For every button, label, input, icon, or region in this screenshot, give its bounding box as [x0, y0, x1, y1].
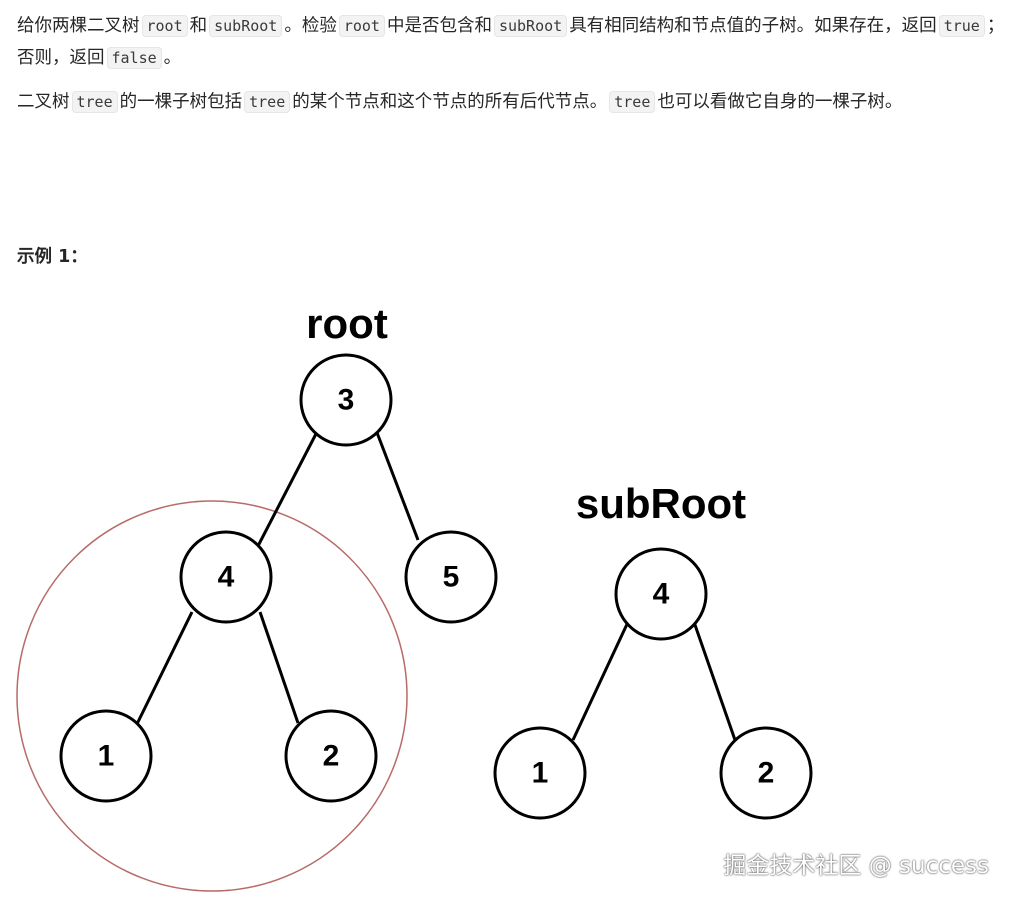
text: 的某个节点和这个节点的所有后代节点。: [292, 92, 608, 112]
root-tree-title: root: [306, 300, 388, 347]
tree-node: 3: [299, 353, 393, 447]
code-subroot: subRoot: [209, 15, 283, 37]
code-true: true: [938, 15, 985, 37]
svg-text:3: 3: [338, 384, 355, 417]
watermark: 掘金技术社区 @ success: [723, 853, 989, 879]
tree-node: 1: [493, 726, 587, 820]
subroot-tree-title: subRoot: [576, 480, 746, 527]
text: 。检验: [284, 16, 337, 36]
edge-4-1: [135, 611, 194, 725]
svg-text:2: 2: [323, 740, 340, 773]
text: 二叉树: [17, 92, 70, 112]
edge-3-5: [374, 429, 420, 541]
text: ；否则，返回: [17, 16, 1005, 68]
code-tree: tree: [244, 91, 291, 113]
text: 中是否包含和: [386, 16, 492, 36]
sub-edge-4-1: [571, 621, 630, 741]
code-subroot: subRoot: [493, 15, 568, 37]
tree-node: 2: [284, 709, 378, 803]
svg-text:4: 4: [653, 578, 670, 611]
edge-3-4: [256, 429, 320, 547]
text: 给你两棵二叉树: [17, 16, 140, 36]
tree-node: 4: [614, 547, 708, 641]
code-root: root: [141, 15, 188, 37]
tree-node: 4: [179, 530, 273, 624]
svg-text:2: 2: [758, 757, 775, 790]
svg-text:4: 4: [218, 561, 235, 594]
code-tree: tree: [609, 91, 656, 113]
code-root: root: [338, 15, 385, 37]
svg-text:1: 1: [532, 757, 549, 790]
code-tree: tree: [71, 91, 118, 113]
text: 。: [163, 48, 182, 68]
sub-edge-4-2: [692, 621, 737, 741]
text: 具有相同结构和节点值的子树。如果存在，返回: [569, 16, 937, 36]
example-figure: root subRoot 3 4 5 1 2 4 1 2: [16, 300, 813, 892]
tree-node: 1: [59, 709, 153, 803]
code-false: false: [106, 47, 162, 69]
tree-node: 2: [719, 726, 813, 820]
tree-node: 5: [404, 530, 498, 624]
example-title: 示例 1：: [17, 247, 88, 267]
matching-subtree-highlight: [16, 500, 408, 892]
text: 的一棵子树包括: [119, 92, 243, 112]
text: 也可以看做它自身的一棵子树。: [657, 92, 903, 112]
edge-4-2: [258, 611, 300, 724]
svg-text:1: 1: [98, 740, 115, 773]
svg-text:5: 5: [443, 561, 460, 594]
text: 和: [189, 16, 208, 36]
